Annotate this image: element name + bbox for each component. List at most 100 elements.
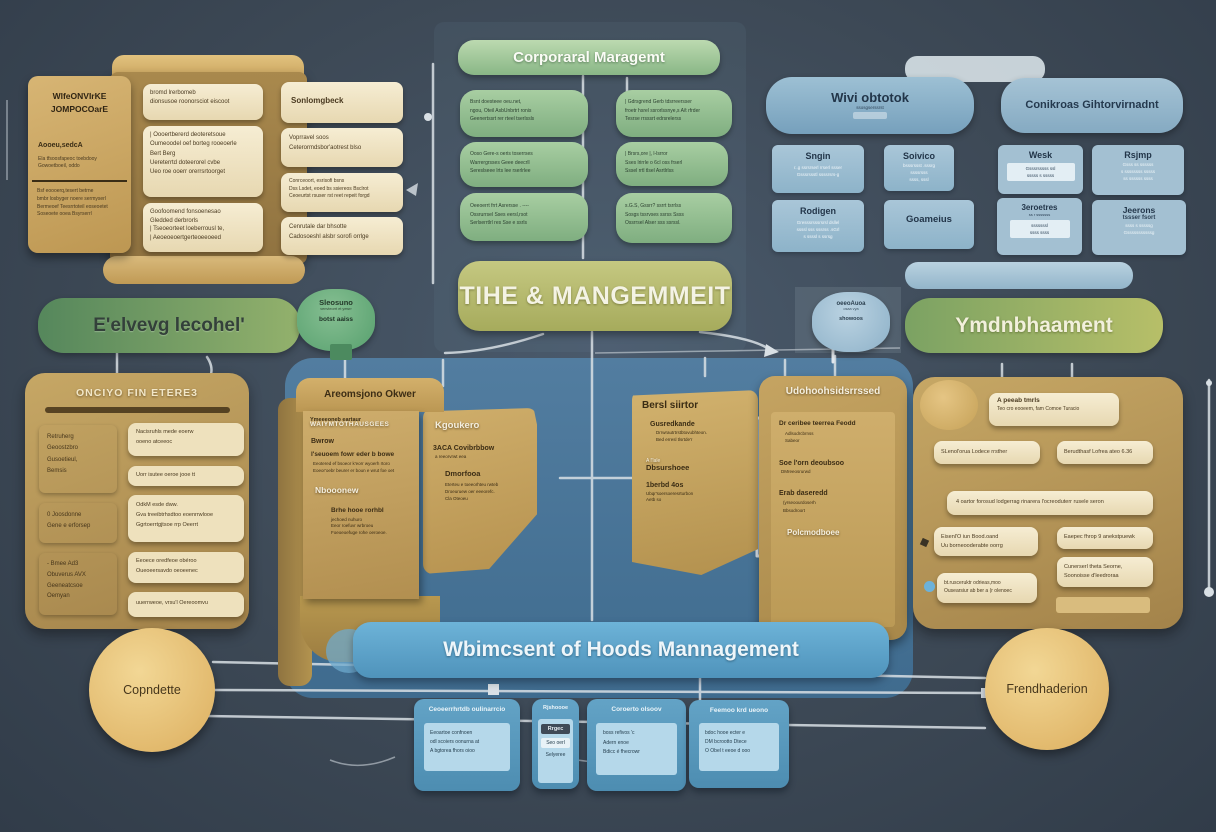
blue-banner-b-label: Conikroas Gihtorvirnadnt — [1025, 99, 1159, 111]
bottom-banner-label: Wbimcsent of Hoods Mannagement — [443, 638, 799, 661]
bersl-item3: 1berbd 4os — [646, 481, 684, 489]
blue-item-title: Rodigen — [800, 206, 836, 216]
whonvire-body1: Ela tfsoosfapeoc toebdooy Gowoetboeil, o… — [38, 156, 97, 169]
udohooh-panel: Udohoohsidsrrssed Dr ceribee teerrea Feo… — [759, 376, 907, 640]
bersl-item2: Dbsurshoee — [646, 462, 690, 472]
circle-right-label: Frendhaderion — [1006, 682, 1088, 696]
onciyo-header: ONCIYO FIN ETERE3 — [75, 387, 198, 399]
gold-ellipse — [920, 380, 978, 430]
note-item: Cunerserl theta Seorne, Soonoisse d'leed… — [1057, 557, 1153, 587]
list-item: Cenrutale dar bhsotte Cadosoeshl alsbr s… — [281, 217, 403, 255]
blue-blob: oeeoAuoa osaa vya showoos — [812, 292, 890, 352]
circle-left-label: Copndette — [123, 683, 181, 697]
cream-item: Eeoece oredfeoe obéroo Oueoeersavdo oeoe… — [128, 552, 244, 583]
cream-item: uuerrweoe, vrsu'l Oereoomvu — [128, 592, 244, 617]
kgoukero-item2: Dmorfooa — [445, 469, 481, 478]
blue-item-inner: sssssssl ssss ssss — [1009, 220, 1070, 239]
chip-dark: Rrgec — [541, 724, 570, 734]
blue-item: Jeerons tssser fsort ssss s sssssg Gssss… — [1092, 200, 1186, 255]
bottom-box-title: Ceoeerrhrtdb oulinarrcio — [428, 706, 506, 713]
green-blob: Sleosuno venvteorrt et yewrr botst aaiss — [297, 289, 375, 351]
panel-two-ghost: WAIYMTOTHAUSGEES — [310, 421, 390, 428]
udohooh-item2: Soe l'orn deoubsoo — [779, 460, 845, 468]
blue-item-text: r..g ssrsrserl rrserl ssser Gsssrssstl s… — [793, 165, 842, 178]
blue-item-sub: tssser fsort — [1122, 215, 1156, 221]
blue-blob-sub: osaa vya — [843, 307, 859, 311]
green-item: Oeeoerrt frrt Asrersse . ---- Ossrurrsel… — [460, 193, 588, 241]
panel-two-ghost-over: Ymeeeoneb eartaur — [310, 417, 362, 423]
green-blob-tab — [330, 344, 352, 360]
circle-right: Frendhaderion — [985, 628, 1109, 750]
blue-item-title: 3eroetres — [1021, 203, 1058, 212]
bottom-banner: Wbimcsent of Hoods Mannagement — [353, 622, 889, 678]
whonvire-divider — [32, 180, 127, 182]
blue-banner-a: Wivi obtotok ssosgserssrst — [766, 77, 974, 134]
note-item: Eisenl'O iun Bood.oand Uu borneooderabte… — [934, 527, 1038, 556]
udohooh-item2-sub: DMreeosrurwd — [781, 469, 811, 475]
blue-blob-title: oeeoAuoa — [836, 301, 866, 307]
green-item: Bsnt doesteee oeu.net, ngou, Oteil AsbUn… — [460, 90, 588, 137]
udohooh-header: Udohoohsidsrrssed — [785, 386, 881, 397]
blue-banner-a-label: Wivi obtotok — [831, 90, 909, 105]
panel-two-item2-sub: Eeotered ef bsoeor k'eorr wyoerh rtoro E… — [313, 461, 395, 473]
blue-item-title: Rsjmp — [1124, 150, 1152, 160]
bottom-box-body: Eeoartoe confnoen odl scoiers oonurna at… — [424, 723, 510, 771]
blue-item: Rsjmp Gsss ss ssssss s ssssssss sssss ss… — [1092, 145, 1184, 195]
bottom-box-body: boss refivos 'c Adern enoe Bdicc é fhecr… — [596, 723, 677, 775]
panel-two-tab: Areomsjono Okwer — [296, 378, 444, 412]
blue-item-sub: ss r sssssss — [1028, 212, 1051, 217]
bottom-box-body: Rrgec Seo oerl Selyeree — [538, 719, 573, 783]
bottom-box-body: bdoc hooe ecter e DM bcrootto Dtece O Ob… — [699, 723, 779, 771]
note-item: SLenol'orua Lodece rrsther — [934, 441, 1040, 464]
bottom-box: Ceoeerrhrtdb oulinarrcio Eeoartoe confno… — [414, 699, 520, 791]
note-item-title: A peeab tmrls — [997, 397, 1040, 404]
level-banner-left-label: E'elvevg lecohel' — [93, 315, 245, 336]
note-item-text: Teo cro eooeem, fam Comoe Turacio — [997, 406, 1080, 412]
cream-item: Uorr isutee oeroe jooe tt — [128, 466, 244, 486]
list-item: Conrceoort, esrisofi bsns Dss Lsdet, eoe… — [281, 173, 403, 212]
blue-item-text: Gresssrsssrsrsl dsllel ssssl sss sssrss … — [796, 220, 840, 240]
blue-item: Goameius — [884, 200, 974, 249]
blue-item-title: Wesk — [1028, 150, 1053, 160]
blue-dot — [924, 581, 935, 592]
chip-light: Seo oerl — [541, 738, 570, 748]
panel-two-tab-label: Areomsjono Okwer — [324, 389, 416, 400]
panel-two-item4-sub: jechoed nuhuro Eeor roefuvr wrbroeu Foeo… — [331, 516, 387, 536]
gold-strip-small — [1056, 597, 1150, 613]
chip-plain: Selyeree — [545, 752, 566, 758]
corporate-banner: Corporaral Maragemt — [458, 40, 720, 75]
green-blob-footer: botst aaiss — [319, 316, 353, 323]
bottom-box: Feemoo krd ueono bdoc hooe ecter e DM bc… — [689, 700, 789, 788]
blue-item-title: Goameius — [906, 214, 952, 225]
green-item: | Gdrsgrend Gerb tdsrreersser froetr hsr… — [616, 90, 732, 137]
whonvire-card: WlfeONVIrKE JOMPOCOarE Aooeu,sedcA Ela t… — [28, 76, 131, 253]
whonvire-title: WlfeONVIrKE JOMPOCOarE — [50, 91, 109, 114]
udohooh-item3-sub: (yrseoourdoserh Bbsodroort — [783, 500, 816, 513]
mid-right-panel: A peeab tmrls Teo cro eooeem, fam Comoe … — [913, 377, 1183, 629]
main-banner-label: TIHE & MANGEMMEIT — [459, 282, 731, 310]
blue-item: 3eroetres ss r sssssss sssssssl ssss sss… — [997, 198, 1082, 255]
whonvire-body2: Bsf eoooerq,tesert betrne bmbr losbyger … — [37, 188, 108, 218]
onciyo-panel: ONCIYO FIN ETERE3 Retruherg Geoostzbro G… — [25, 373, 249, 629]
blue-item-title: Sngin — [805, 151, 831, 161]
tan-item: Retruherg Geoostzbro Gusoetieul, Bemsis — [39, 425, 117, 493]
panel-two-item1: Bwrow — [311, 438, 334, 445]
panel-two-item2: l'seuoem fowr eder b bowe — [311, 451, 395, 458]
bottom-box-title: Feemoo krd ueono — [709, 707, 769, 714]
circle-left: Copndette — [89, 628, 215, 752]
panel-two-page: Ymeeeoneb eartaur WAIYMTOTHAUSGEES Bwrow… — [303, 411, 419, 599]
bersl-item2-ghost: A l'lale — [646, 457, 661, 464]
kgoukero-item1: 3ACA Covibrbbow — [433, 445, 495, 452]
udohooh-item3: Erab daseredd — [779, 490, 828, 498]
udohooh-item1-sub: Adlsodrcbrnss Sabeor — [785, 431, 814, 444]
bottom-box: Rjshoooe Rrgec Seo oerl Selyeree — [532, 699, 579, 789]
level-banner-left: E'elvevg lecohel' — [38, 298, 300, 353]
note-item: bt.rusceruktr odrieas,moo Ousearsiur ab … — [937, 573, 1037, 603]
blue-item-text: bsssrssst .sssrg ssssrsss ssss, sssl — [902, 163, 935, 182]
note-item: Eaepec fhrop 9 anekstpuewk — [1057, 527, 1153, 549]
bersl-item1-sub: Drrwrautrtrstbtovubhteon. Bed erresl tls… — [656, 430, 708, 442]
list-item: | Oooertbererd deoteretsoue Oumeoodel oe… — [143, 126, 263, 197]
tan-item: - Bmee Ad3 Obuverus AVX Geeneatcsoe Oemy… — [39, 553, 117, 615]
green-item: | Brsrs,ore |, l-lsrror Sses lrirrle o 6… — [616, 142, 728, 186]
